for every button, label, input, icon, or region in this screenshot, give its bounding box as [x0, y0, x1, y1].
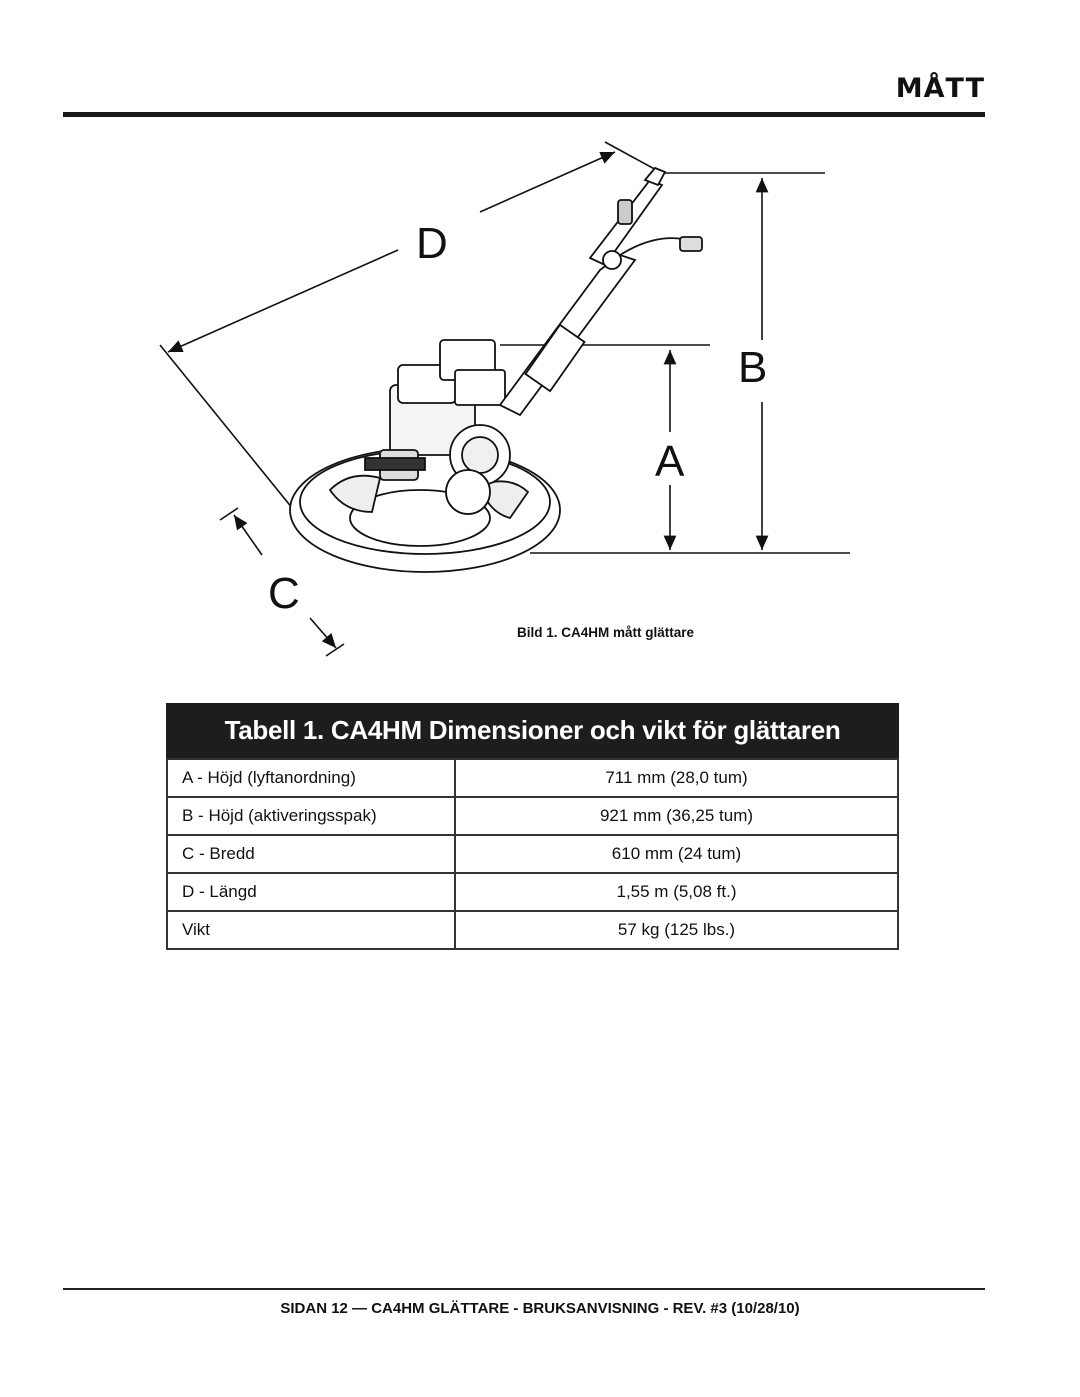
row-value: 711 mm (28,0 tum)	[454, 758, 899, 798]
row-label: Vikt	[166, 910, 456, 950]
dimension-letter-b: B	[738, 343, 767, 392]
trowel-illustration	[289, 166, 703, 573]
section-title: MÅTT	[895, 73, 985, 104]
table-row: B - Höjd (aktiveringsspak) 921 mm (36,25…	[166, 796, 899, 836]
row-value: 610 mm (24 tum)	[454, 834, 899, 874]
row-label: D - Längd	[166, 872, 456, 912]
dimension-d-line	[479, 151, 616, 213]
row-value: 921 mm (36,25 tum)	[454, 796, 899, 836]
table-row: A - Höjd (lyftanordning) 711 mm (28,0 tu…	[166, 758, 899, 798]
dimensions-table: Tabell 1. CA4HM Dimensioner och vikt för…	[166, 703, 899, 950]
dimension-c-line	[233, 514, 263, 556]
row-label: A - Höjd (lyftanordning)	[166, 758, 456, 798]
dimension-c-line	[309, 617, 337, 649]
table-row: D - Längd 1,55 m (5,08 ft.)	[166, 872, 899, 912]
row-label: C - Bredd	[166, 834, 456, 874]
dimension-letter-a: A	[655, 437, 685, 486]
trowel-dimension-figure: D B A C	[159, 141, 850, 657]
table-row: C - Bredd 610 mm (24 tum)	[166, 834, 899, 874]
row-value: 1,55 m (5,08 ft.)	[454, 872, 899, 912]
table-row: Vikt 57 kg (125 lbs.)	[166, 910, 899, 950]
bottom-divider	[63, 1288, 985, 1290]
page-footer: SIDAN 12 — CA4HM GLÄTTARE - BRUKSANVISNI…	[280, 1300, 800, 1317]
dimension-d-line	[167, 249, 399, 353]
figure-caption: Bild 1. CA4HM mått glättare	[517, 625, 695, 640]
dimension-letter-d: D	[416, 219, 448, 268]
table-title: Tabell 1. CA4HM Dimensioner och vikt för…	[166, 703, 899, 758]
row-label: B - Höjd (aktiveringsspak)	[166, 796, 456, 836]
row-value: 57 kg (125 lbs.)	[454, 910, 899, 950]
top-divider	[63, 112, 985, 117]
dimension-letter-c: C	[268, 569, 300, 618]
